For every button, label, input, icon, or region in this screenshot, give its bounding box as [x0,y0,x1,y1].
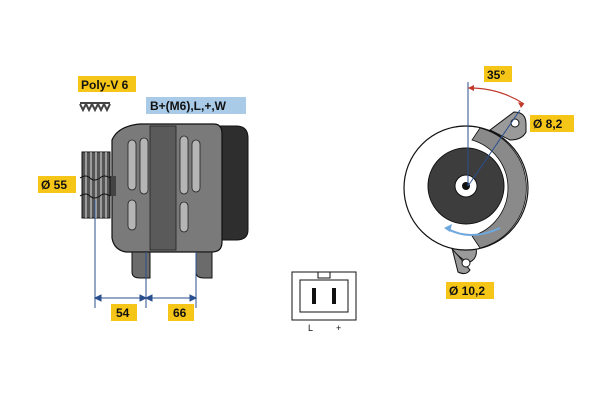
pulley-diameter-label: Ø 55 [41,178,67,192]
length-dimensions [93,200,198,308]
large-hole-tag: Ø 10,2 [446,282,494,299]
alternator-side-view [79,123,249,279]
small-hole-label: Ø 8,2 [533,117,563,131]
rotation-arrow-icon [444,224,501,236]
dimension-a-label: 54 [116,306,130,320]
angle-label: 35° [487,68,505,82]
mounting-angle [467,82,525,187]
alternator-front-view [403,111,529,275]
plug-connector-icon [291,271,357,321]
pulley [79,151,111,219]
pulley-diameter-tag: Ø 55 [38,176,76,193]
large-hole-label: Ø 10,2 [449,284,485,298]
dimension-a-tag: 54 [111,304,137,321]
dimension-b-tag: 66 [168,304,194,321]
terminals-label: B+(M6),L,+,W [150,99,227,113]
poly-v-belt-profile-icon [79,101,111,113]
dimension-b-label: 66 [173,306,187,320]
belt-type-label: Poly-V 6 [81,78,129,92]
belt-type-tag: Poly-V 6 [78,76,136,92]
pin-l-label: L [308,323,313,333]
terminals-tag: B+(M6),L,+,W [146,97,246,114]
small-hole-tag: Ø 8,2 [530,115,574,132]
pin-plus-label: + [336,323,341,333]
angle-tag: 35° [484,66,512,82]
